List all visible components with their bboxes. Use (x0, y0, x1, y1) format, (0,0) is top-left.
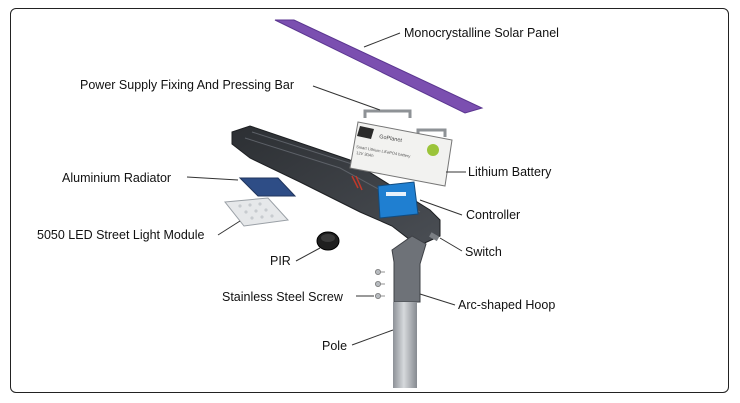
fixing-bar (363, 109, 412, 118)
battery-brand: GoPlanet (379, 134, 403, 144)
label-solar-panel: Monocrystalline Solar Panel (404, 26, 559, 40)
switch-part (429, 232, 440, 242)
label-screw: Stainless Steel Screw (222, 290, 343, 304)
label-hoop: Arc-shaped Hoop (458, 298, 556, 312)
label-controller: Controller (466, 208, 521, 222)
label-led-module: 5050 LED Street Light Module (37, 228, 205, 242)
label-battery: Lithium Battery (468, 165, 552, 179)
label-pole: Pole (322, 339, 348, 353)
lithium-battery (349, 121, 453, 187)
label-radiator: Aluminium Radiator (62, 171, 172, 185)
pole (393, 302, 417, 388)
battery-line2: 12V 30Ah (356, 150, 374, 158)
arc-hoop (391, 235, 427, 303)
screws (374, 268, 385, 299)
aluminium-radiator (238, 177, 297, 197)
label-switch: Switch (465, 245, 502, 259)
solar-panel (274, 19, 484, 114)
controller (377, 181, 419, 219)
label-fixing-bar: Power Supply Fixing And Pressing Bar (80, 78, 294, 92)
label-pir: PIR (270, 254, 291, 268)
